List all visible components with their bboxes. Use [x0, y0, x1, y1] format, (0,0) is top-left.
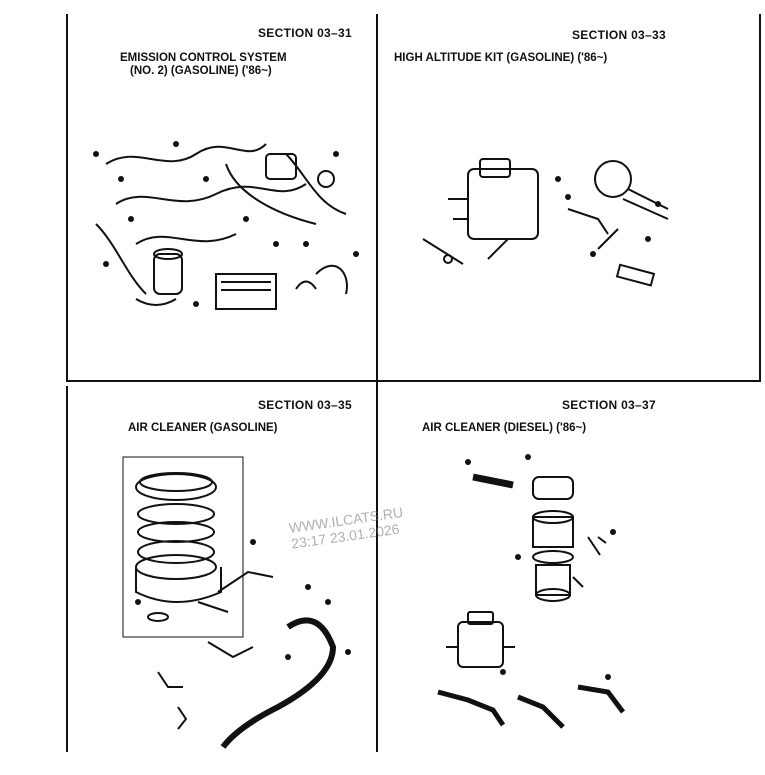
- air-cleaner-diesel-diagram: [437, 454, 625, 729]
- section-number: SECTION 03–33: [572, 28, 666, 42]
- panel-title-line-1: HIGH ALTITUDE KIT (GASOLINE) ('86~): [394, 52, 608, 64]
- section-number: SECTION 03–31: [258, 26, 352, 40]
- panel-emission-control[interactable]: SECTION 03–31 EMISSION CONTROL SYSTEM (N…: [68, 14, 376, 380]
- section-number: SECTION 03–37: [562, 398, 656, 412]
- left-border: [66, 14, 68, 380]
- left-border-lower: [66, 386, 68, 752]
- panel-air-cleaner-gasoline[interactable]: SECTION 03–35 AIR CLEANER (GASOLINE): [68, 382, 376, 752]
- right-border: [759, 14, 761, 380]
- catalog-grid: SECTION 03–31 EMISSION CONTROL SYSTEM (N…: [66, 14, 762, 752]
- high-altitude-kit-diagram: [422, 158, 669, 287]
- panel-title-line-1: AIR CLEANER (GASOLINE): [128, 422, 278, 434]
- section-number: SECTION 03–35: [258, 398, 352, 412]
- panel-title-line-1: EMISSION CONTROL SYSTEM: [120, 52, 287, 64]
- center-divider: [376, 14, 378, 752]
- panel-title-line-1: AIR CLEANER (DIESEL) ('86~): [422, 422, 587, 434]
- air-cleaner-gasoline-diagram: [122, 456, 351, 749]
- emission-control-diagram: [93, 141, 359, 310]
- panel-air-cleaner-diesel[interactable]: SECTION 03–37 AIR CLEANER (DIESEL) ('86~…: [378, 382, 759, 752]
- panel-high-altitude-kit[interactable]: SECTION 03–33 HIGH ALTITUDE KIT (GASOLIN…: [378, 14, 759, 380]
- middle-divider: [66, 380, 761, 382]
- panel-title-line-2: (NO. 2) (GASOLINE) ('86~): [130, 65, 272, 77]
